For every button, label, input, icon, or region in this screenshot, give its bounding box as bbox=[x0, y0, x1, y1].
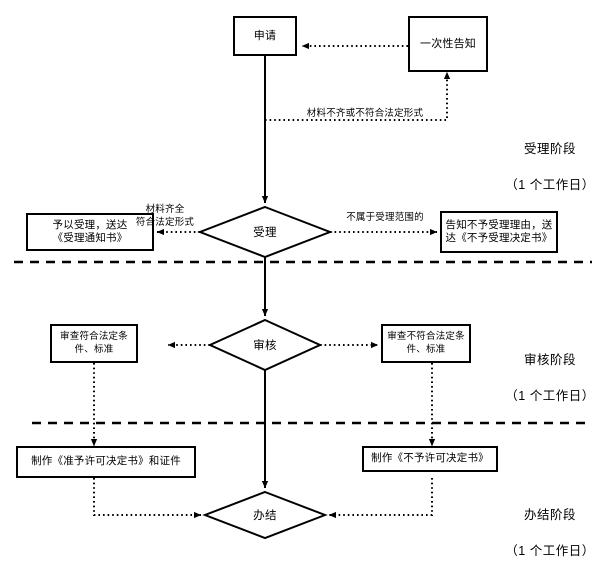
stage-acceptance-duration: （1 个工作日） bbox=[505, 178, 595, 193]
node-accept-yes[interactable]: 予以受理，送达 《受理通知书》 bbox=[26, 213, 154, 251]
edge-label-out-of-scope: 不属于受理范围的 bbox=[330, 200, 440, 225]
edge-label-materials-incomplete: 材料不齐或不符合法定形式 bbox=[275, 96, 455, 121]
node-finish-label-wrap[interactable]: 办结 bbox=[205, 507, 325, 523]
edge-label-materials-incomplete-text: 材料不齐或不符合法定形式 bbox=[306, 108, 424, 120]
stage-completion-duration: （1 个工作日） bbox=[505, 544, 595, 559]
edge-label-materials-complete-text: 材料齐全 符合法定形式 bbox=[135, 204, 195, 228]
node-make-permit[interactable]: 制作《准予许可决定书》和证件 bbox=[16, 446, 196, 478]
edge-to-one-time-notice bbox=[265, 71, 451, 121]
stage-caption-acceptance: 受理阶段 （1 个工作日） bbox=[500, 122, 600, 213]
edge-label-materials-complete: 材料齐全 符合法定形式 bbox=[128, 192, 202, 229]
edge-label-out-of-scope-text: 不属于受理范围的 bbox=[346, 212, 424, 224]
node-finish-label: 办结 bbox=[253, 510, 277, 522]
node-make-permit-label: 制作《准予许可决定书》和证件 bbox=[31, 455, 181, 468]
node-review-fail-label: 审查不符合法定条 件、标准 bbox=[387, 331, 465, 355]
node-apply-label: 申请 bbox=[253, 29, 277, 42]
node-accept-yes-label: 予以受理，送达 《受理通知书》 bbox=[52, 218, 128, 244]
node-accept-no-label: 告知不予受理理由，送 达《不予受理决定书》 bbox=[445, 218, 553, 244]
node-make-reject[interactable]: 制作《不予许可决定书》 bbox=[362, 446, 498, 472]
node-apply[interactable]: 申请 bbox=[233, 16, 297, 56]
node-accept-no[interactable]: 告知不予受理理由，送 达《不予受理决定书》 bbox=[440, 211, 558, 253]
stage-review-duration: （1 个工作日） bbox=[505, 389, 595, 404]
node-one-time-notice[interactable]: 一次性告知 bbox=[408, 16, 488, 72]
node-one-time-notice-label: 一次性告知 bbox=[420, 37, 476, 50]
node-review-pass-label: 审查符合法定条 件、标准 bbox=[60, 331, 128, 355]
node-accept-label-wrap[interactable]: 受理 bbox=[200, 224, 330, 240]
edge-make-reject-to-finish bbox=[328, 478, 433, 519]
node-review-fail[interactable]: 审查不符合法定条 件、标准 bbox=[381, 324, 471, 363]
node-review-label-wrap[interactable]: 审核 bbox=[210, 337, 320, 353]
stage-caption-completion: 办结阶段 （1 个工作日） bbox=[500, 488, 600, 564]
node-accept-label: 受理 bbox=[253, 227, 277, 239]
stage-acceptance-name: 受理阶段 bbox=[523, 142, 576, 157]
node-review-pass[interactable]: 审查符合法定条 件、标准 bbox=[50, 324, 138, 363]
stage-completion-name: 办结阶段 bbox=[523, 508, 576, 523]
stage-review-name: 审核阶段 bbox=[523, 353, 576, 368]
finish-diamond-shape bbox=[202, 490, 328, 540]
stage-caption-review: 审核阶段 （1 个工作日） bbox=[500, 333, 600, 424]
node-review-label: 审核 bbox=[253, 340, 277, 352]
node-make-reject-label: 制作《不予许可决定书》 bbox=[371, 452, 489, 465]
edge-make-permit-to-finish bbox=[93, 478, 202, 519]
